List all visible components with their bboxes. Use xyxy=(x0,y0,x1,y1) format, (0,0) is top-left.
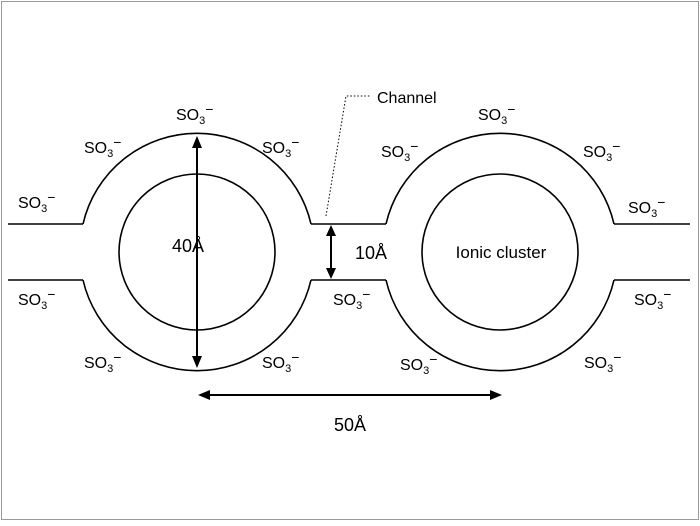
spacing-arrowhead-right xyxy=(490,390,502,400)
sulfonate-group-label: SO3− xyxy=(18,189,55,215)
sulfonate-group-label: SO3− xyxy=(583,138,620,164)
sulfonate-group-label: SO3− xyxy=(84,134,121,160)
ionic-cluster-label: Ionic cluster xyxy=(456,243,547,262)
channel-width-arrowhead-top xyxy=(326,225,336,236)
cluster-spacing-label: 50Å xyxy=(334,415,366,435)
diameter-arrowhead-bottom xyxy=(192,356,202,368)
sulfonate-group-label: SO3− xyxy=(333,286,370,312)
spacing-arrowhead-left xyxy=(198,390,210,400)
sulfonate-group-label: SO3− xyxy=(84,349,121,375)
sulfonate-group-label: SO3− xyxy=(381,138,418,164)
sulfonate-group-label: SO3− xyxy=(18,286,55,312)
channel-width-arrowhead-bottom xyxy=(326,268,336,279)
sulfonate-group-label: SO3− xyxy=(628,194,665,220)
channel-label: Channel xyxy=(377,90,437,107)
sulfonate-group-label: SO3− xyxy=(584,349,621,375)
right-cluster-shell-upper xyxy=(385,132,615,225)
channel-width-label: 10Å xyxy=(355,243,387,263)
sulfonate-group-label: SO3− xyxy=(262,134,299,160)
sulfonate-group-label: SO3− xyxy=(176,101,213,127)
left-cluster-shell-upper xyxy=(82,132,312,225)
left-cluster-shell-lower xyxy=(82,279,312,372)
right-cluster-core xyxy=(421,173,579,331)
sulfonate-group-label: SO3− xyxy=(262,349,299,375)
channel-leader-line xyxy=(325,95,370,217)
sulfonate-group-label: SO3− xyxy=(478,101,515,127)
diameter-arrowhead-top xyxy=(192,136,202,148)
sulfonate-group-label: SO3− xyxy=(634,286,671,312)
cluster-diameter-label: 40Å xyxy=(172,236,204,256)
sulfonate-group-label: SO3− xyxy=(400,351,437,377)
sulfonate-labels: SO3− SO3− SO3− SO3− SO3− SO3− SO3− SO3− SO3− SO3−… xyxy=(18,101,671,377)
right-cluster-shell-lower xyxy=(385,279,615,372)
